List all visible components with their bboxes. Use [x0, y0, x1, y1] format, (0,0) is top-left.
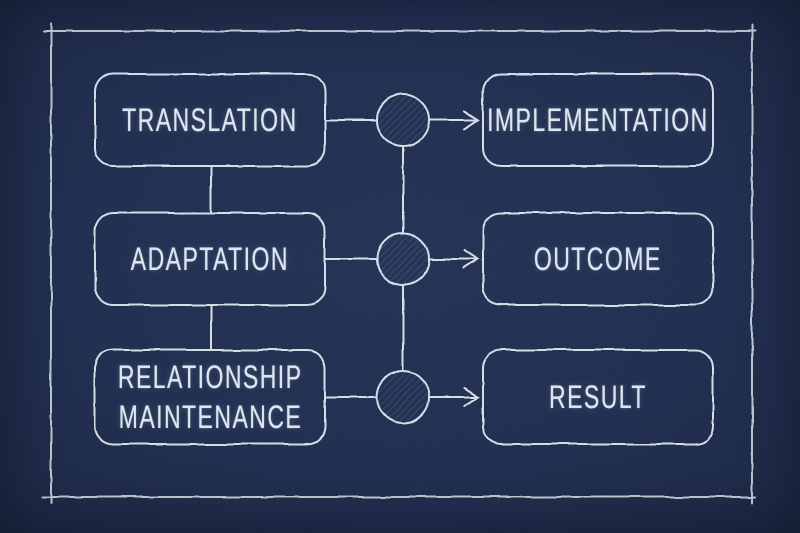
node-adaptation: ADAPTATION	[95, 213, 325, 305]
node-result-label: RESULT	[549, 379, 647, 415]
node-relationship-label-line1: RELATIONSHIP	[117, 359, 303, 395]
node-result: RESULT	[483, 350, 713, 444]
node-relationship-maintenance: RELATIONSHIP MAINTENANCE	[95, 350, 325, 444]
node-outcome-label: OUTCOME	[534, 241, 662, 277]
node-adaptation-label: ADAPTATION	[130, 241, 290, 277]
node-implementation-label: IMPLEMENTATION	[487, 102, 709, 138]
node-translation-label: TRANSLATION	[122, 102, 298, 138]
node-translation: TRANSLATION	[95, 74, 325, 166]
node-relationship-label-line2: MAINTENANCE	[118, 399, 302, 435]
node-implementation: IMPLEMENTATION	[483, 74, 713, 166]
node-outcome: OUTCOME	[483, 213, 713, 305]
